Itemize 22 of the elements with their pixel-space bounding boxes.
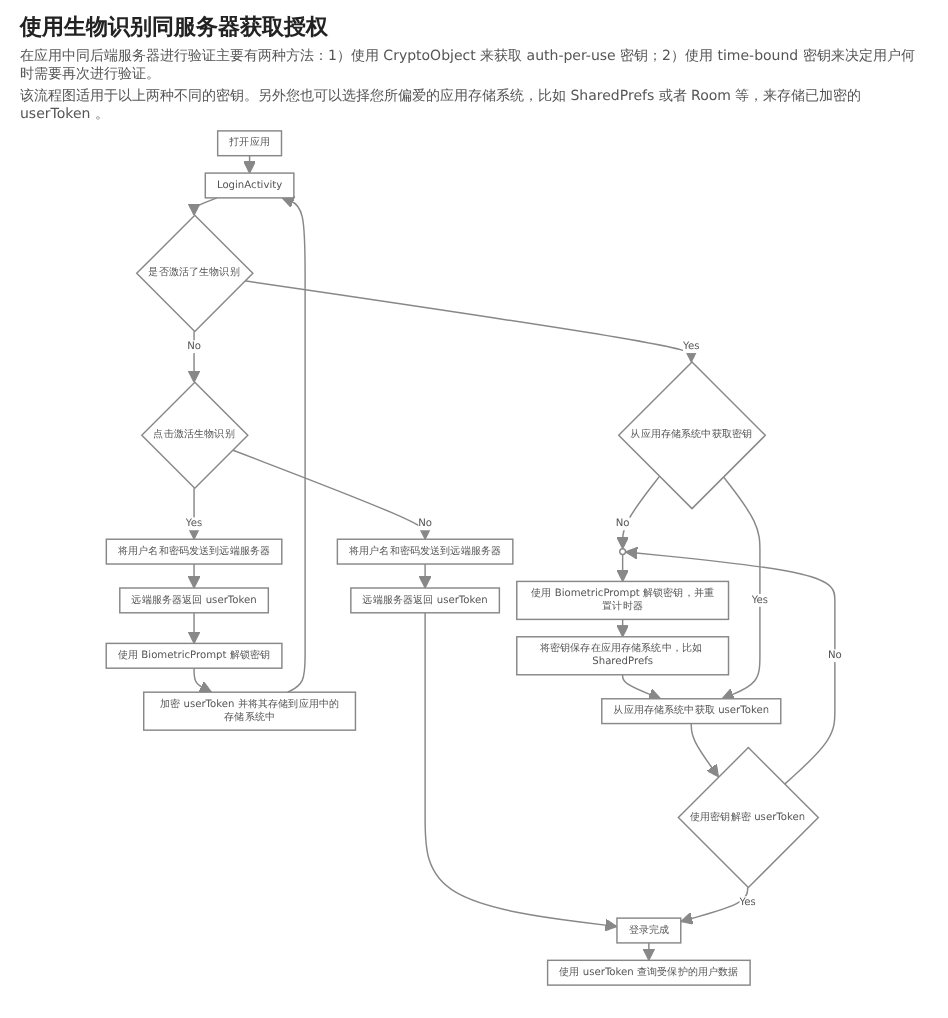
arrow xyxy=(424,612,618,933)
arrow xyxy=(680,887,749,926)
arrow xyxy=(187,564,201,590)
arrow xyxy=(690,723,719,779)
arrow xyxy=(187,612,201,645)
arrow xyxy=(721,476,761,702)
arrow xyxy=(243,155,256,175)
arrow xyxy=(193,668,213,694)
arrow xyxy=(642,942,656,962)
arrow xyxy=(624,547,836,786)
node-circle xyxy=(619,548,627,556)
arrow xyxy=(621,674,662,702)
arrow xyxy=(231,450,432,541)
title: 使用生物识别同服务器获取授权 xyxy=(20,12,330,42)
arrow xyxy=(243,280,698,364)
arrow xyxy=(281,196,306,694)
arrow xyxy=(418,564,432,590)
arrow xyxy=(187,331,201,384)
arrow xyxy=(616,619,630,639)
arrow xyxy=(616,476,660,551)
arrow xyxy=(616,554,630,583)
arrow xyxy=(187,197,218,217)
